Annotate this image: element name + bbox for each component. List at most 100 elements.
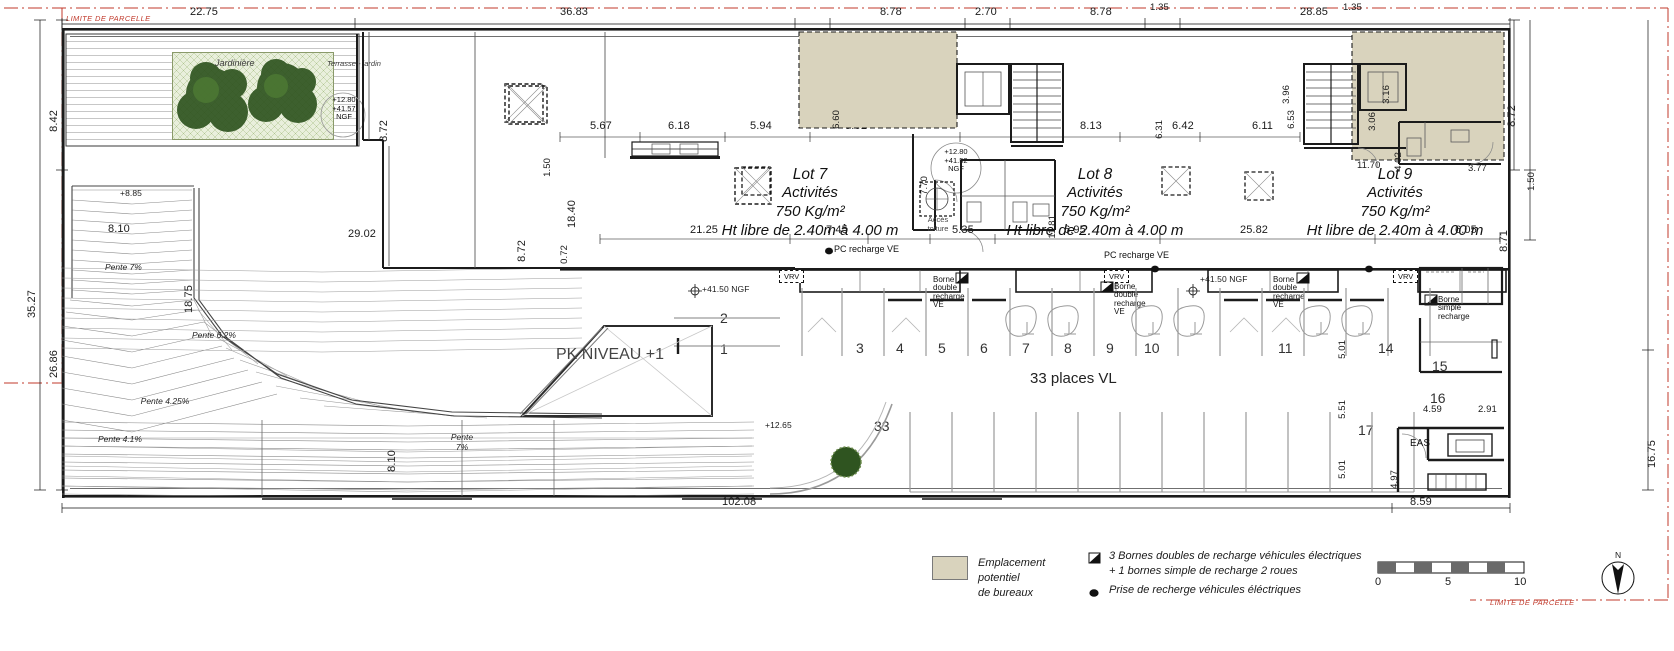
pente-label-1: Pente 6.2% [192, 330, 236, 340]
lower-dimension-line [599, 234, 1501, 244]
dim-top-3: 1.35 [1343, 2, 1362, 13]
dim-inner-2: 5.94 [750, 120, 772, 132]
dim-top-7: 1.35 [1150, 2, 1169, 13]
terrasse-label: Terrasse - jardin [327, 59, 381, 68]
lot-8-height: Ht libre de 2.40m à 4.00 m [1006, 221, 1184, 239]
borne-simple-label: Borne simple recharge [1438, 295, 1470, 321]
dim-8-72-b: 8.72 [516, 240, 528, 262]
borne-double-icon-2 [1100, 281, 1114, 293]
borne-double-icon-3 [1296, 272, 1310, 284]
dim-4-59: 4.59 [1423, 404, 1442, 415]
dim-6-60: 6.60 [831, 110, 842, 129]
parking-number-14: 14 [1378, 340, 1394, 356]
borne-double-icon-1 [955, 272, 969, 284]
parking-number-9: 9 [1106, 340, 1114, 356]
lot-7-name: Lot 7 [792, 166, 828, 183]
dim-3-77: 3.77 [1468, 163, 1487, 174]
borne-double-label-1: Borne double recharge VE [933, 275, 965, 310]
office-area-lot7 [799, 32, 957, 128]
pente-label-0: Pente 7% [105, 262, 142, 272]
column-square-d [741, 166, 771, 196]
pc-recharge-label-1: PC recharge VE [834, 244, 900, 254]
vrv-label-1: VRV [779, 270, 805, 283]
dim-bottom-right: 8.59 [1410, 496, 1432, 508]
core-stairs-right [1303, 63, 1407, 169]
pk-niveau-label: PK NIVEAU +1 [556, 346, 665, 363]
lot-9-name: Lot 9 [1377, 166, 1413, 183]
dim-top-2: 36.83 [560, 6, 589, 18]
dim-inner-0: 5.67 [590, 120, 612, 132]
legend-bornes-line1: 3 Bornes doubles de recharge véhicules é… [1109, 550, 1362, 562]
dim-lower-4: 25.82 [1240, 224, 1269, 236]
ngf-right-label: +41.50 NGF [1200, 274, 1248, 284]
lot-label-9: Lot 9 Activités 750 Kg/m² Ht libre de 2.… [1285, 165, 1505, 241]
parking-stalls-lower [909, 412, 1415, 493]
lot-9-load: 750 Kg/m² [1360, 203, 1430, 221]
vrv-label-2: VRV [1104, 270, 1130, 283]
parking-number-10: 10 [1144, 340, 1160, 356]
lot-7-height: Ht libre de 2.40m à 4.00 m [721, 221, 899, 239]
dim-29-02: 29.02 [348, 228, 377, 240]
dim-lower-1: 7.45 [826, 224, 848, 236]
parking-number-6: 6 [980, 340, 988, 356]
scale-bar: 0 5 10 [1375, 561, 1526, 590]
dim-top-5: 2.70 [975, 6, 997, 18]
dim-inner-4: 8.13 [1080, 120, 1102, 132]
borne-double-label-2: Borne double recharge VE [1114, 282, 1146, 317]
dim-7-70: 7.70 [919, 176, 930, 195]
north-label: N [1615, 550, 1622, 560]
dim-bottom-total: 102.08 [722, 496, 757, 508]
legend-prise-icon [1089, 588, 1099, 597]
dim-top-1: 22.75 [190, 6, 219, 18]
dim-inner-6: 6.11 [1252, 120, 1273, 132]
legend-bornes-line2: + 1 bornes simple de recharge 2 roues [1109, 564, 1298, 577]
column-square-c [1244, 171, 1274, 201]
parking-number-11: 11 [1278, 340, 1293, 356]
parking-number-3: 3 [856, 340, 864, 356]
dim-18-75: 18.75 [183, 285, 195, 314]
borne-double-label-3: Borne double recharge VE [1273, 275, 1305, 310]
dim-2-91: 2.91 [1478, 404, 1497, 415]
garden-ngf-value: +41.57 NGF [332, 103, 356, 122]
lot-8-use: Activités [1067, 184, 1123, 202]
core-level-value: +12.80 [944, 147, 968, 156]
pc-recharge-label-2: PC recharge VE [1104, 250, 1170, 260]
ngf-cross-right [1186, 284, 1200, 298]
garden-level-text: +12.80 +41.57 NGF [322, 95, 366, 122]
parking-number-7: 7 [1022, 340, 1030, 356]
legend-office: Emplacement potentiel de bureaux [932, 556, 1072, 601]
tree-cluster-icon [177, 59, 317, 132]
right-edge-structure [1418, 266, 1504, 374]
eas-label: EAS [1410, 438, 1431, 449]
scale-tick-5: 5 [1445, 576, 1452, 588]
dim-3-96: 3.96 [1281, 85, 1292, 104]
parcel-label-top: LIMITE DE PARCELLE [66, 14, 151, 23]
ngf-cross-left [688, 284, 702, 298]
dim-lower-0: 21.25 [690, 224, 719, 236]
dim-5-51: 5.51 [1337, 400, 1348, 419]
dim-lower-2: 5.35 [952, 224, 974, 236]
parking-number-5: 5 [938, 340, 946, 356]
dim-top-8: 28.85 [1300, 6, 1329, 18]
parking-number-15: 15 [1432, 358, 1448, 374]
dim-18-40: 18.40 [566, 200, 578, 229]
bottom-dimension-line [61, 498, 1511, 513]
parking-number-8: 8 [1064, 340, 1072, 356]
prise-recharge-icon-1 [825, 247, 833, 255]
scale-bar-graphic [1377, 561, 1525, 574]
legend-borne-double-icon [1088, 552, 1101, 564]
dim-5-01-a: 5.01 [1337, 340, 1348, 359]
prise-recharge-icon-2 [1151, 265, 1159, 273]
parking-number-1: 1 [720, 341, 728, 357]
garden-level-value: +12.80 [332, 95, 356, 104]
legend-prise-line: Prise de recherge véhicules éléctriques [1109, 583, 1301, 596]
sanitary-rooms-center [912, 134, 1056, 253]
dim-6-31: 6.31 [1154, 120, 1165, 139]
lot-9-height: Ht libre de 2.40m à 4.00 m [1306, 221, 1484, 239]
parking-number-16: 16 [1430, 390, 1446, 406]
north-arrow-graphic [1601, 561, 1635, 595]
parking-1-2-markers [674, 317, 780, 354]
ramp-top-level: +8.85 [120, 188, 143, 198]
lot-8-name: Lot 8 [1077, 166, 1113, 183]
office-area-lot9 [1352, 32, 1504, 160]
